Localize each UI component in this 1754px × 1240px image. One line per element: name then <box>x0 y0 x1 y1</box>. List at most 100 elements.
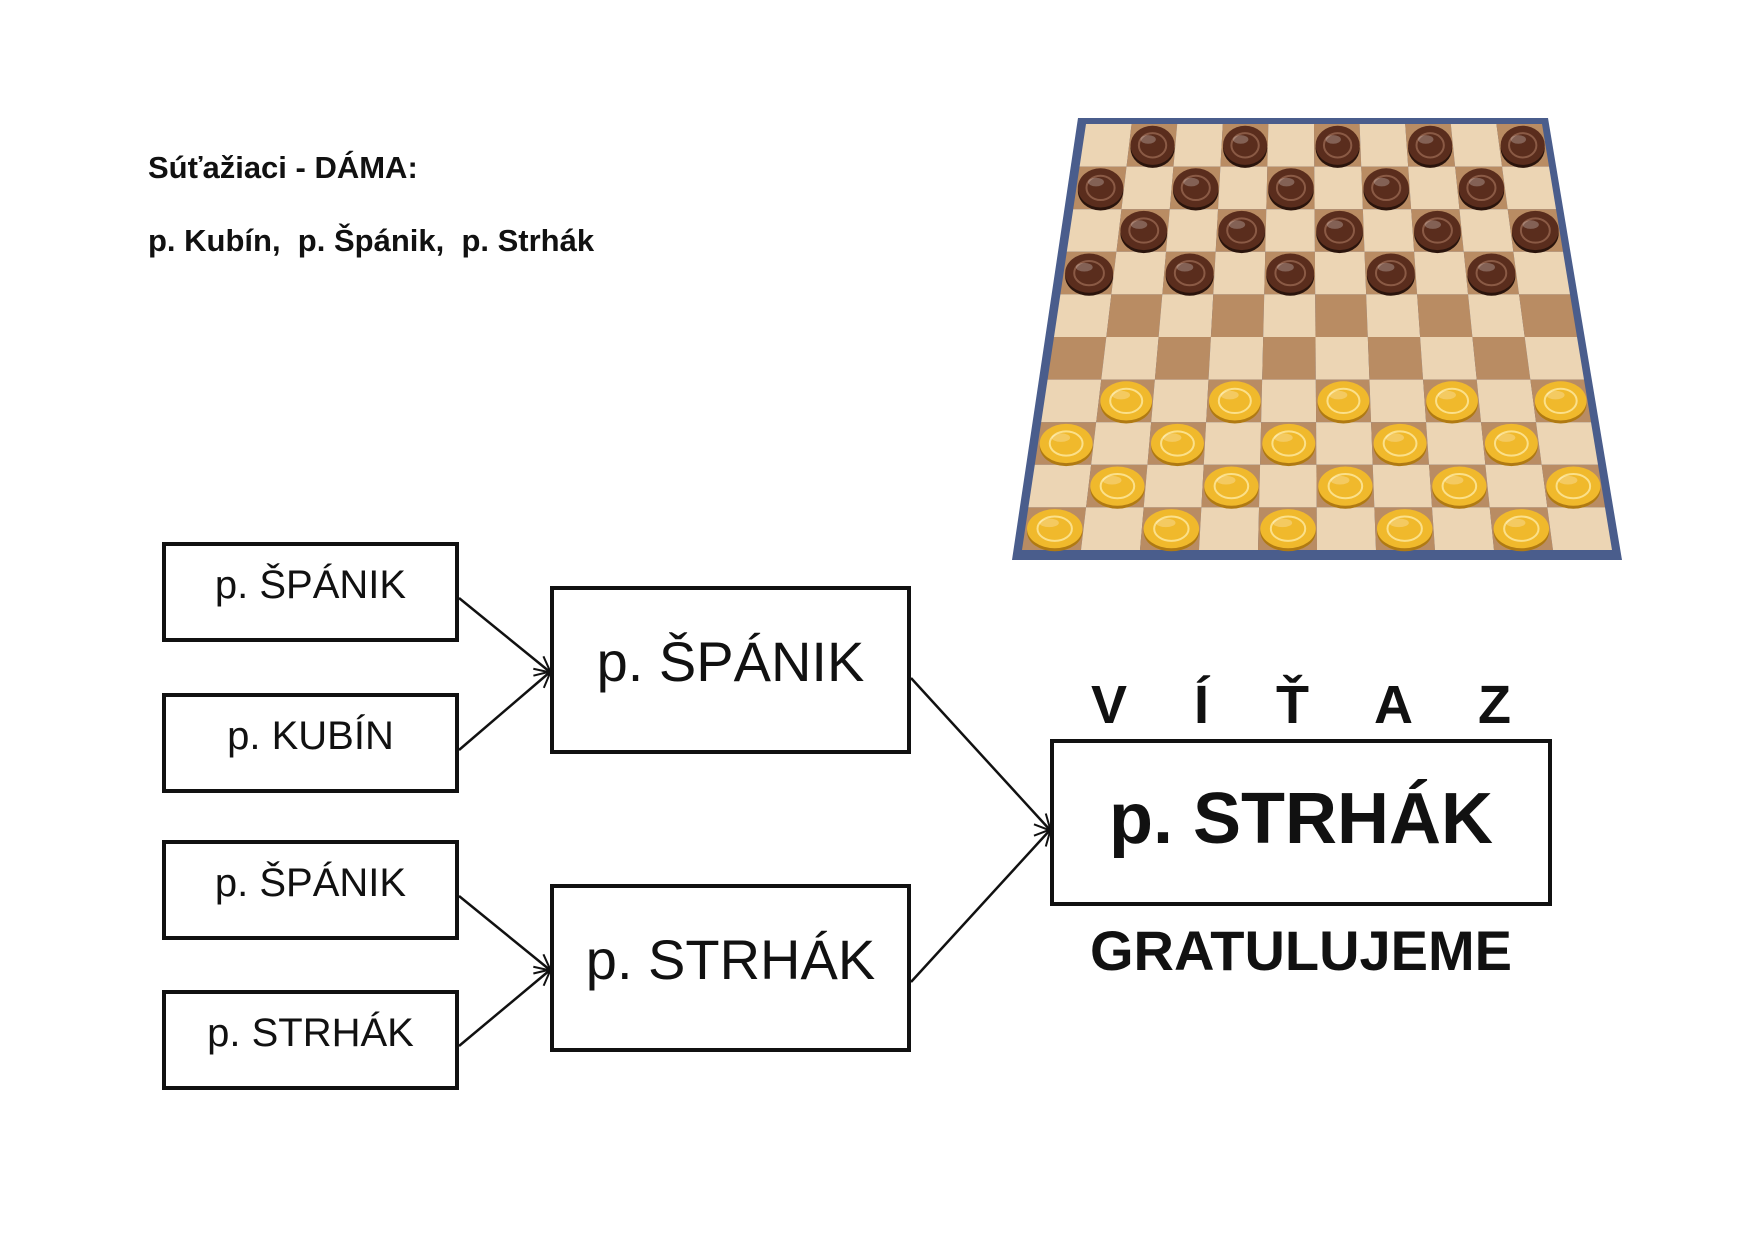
connector-line <box>910 830 1050 983</box>
board-square <box>1265 209 1315 252</box>
dark-checker-piece <box>1130 125 1175 168</box>
board-square <box>1315 294 1368 337</box>
dark-checker-piece <box>1165 253 1214 296</box>
board-square <box>1081 507 1144 550</box>
board-square <box>1111 251 1167 295</box>
board-square <box>1166 209 1219 252</box>
connector-line <box>910 677 1050 830</box>
light-checker-piece <box>1373 423 1427 467</box>
connector-line <box>458 895 550 970</box>
board-square <box>1316 507 1376 550</box>
light-checker-piece <box>1204 466 1259 509</box>
board-square <box>1547 507 1612 550</box>
board-square <box>1414 251 1469 295</box>
light-checker-piece <box>1432 466 1487 509</box>
round1-player-3: p. ŠPÁNIK <box>162 840 459 940</box>
dark-checker-piece <box>1218 210 1265 254</box>
light-checker-piece <box>1208 381 1261 424</box>
board-square <box>1367 337 1424 380</box>
board-square <box>1066 209 1122 252</box>
board-square <box>1154 337 1211 380</box>
board-square <box>1316 422 1373 465</box>
board-square <box>1408 166 1460 210</box>
checkers-board-image <box>1012 118 1622 560</box>
board-square <box>1459 209 1514 252</box>
dark-checker-piece <box>1065 253 1114 296</box>
congratulations-text: GRATULUJEME <box>1089 919 1513 982</box>
light-checker-piece <box>1262 423 1316 467</box>
board-square <box>1210 294 1265 337</box>
round2-player-2: p. STRHÁK <box>550 884 911 1052</box>
board-square <box>1218 166 1268 210</box>
board-square <box>1432 507 1494 550</box>
board-square <box>1417 294 1473 337</box>
dark-checker-piece <box>1120 210 1168 254</box>
board-square <box>1472 337 1531 380</box>
board-square <box>1426 422 1486 465</box>
board-square <box>1372 464 1433 508</box>
board-square <box>1485 464 1548 508</box>
light-checker-piece <box>1090 466 1145 509</box>
light-checker-piece <box>1534 381 1587 424</box>
board-square <box>1199 507 1260 550</box>
dark-checker-piece <box>1500 125 1545 168</box>
board-square <box>1369 379 1427 423</box>
board-square <box>1263 294 1316 337</box>
board-square <box>1314 251 1367 295</box>
board-square <box>1173 124 1223 167</box>
winner-label: V Í Ť A Z <box>1091 675 1537 735</box>
board-square <box>1362 209 1415 252</box>
dark-checker-piece <box>1414 210 1461 254</box>
board-square <box>1203 422 1262 465</box>
board-square <box>1259 464 1317 508</box>
board-square <box>1151 379 1209 423</box>
board-square <box>1519 294 1577 337</box>
light-checker-piece <box>1493 509 1550 552</box>
board-square <box>1101 337 1159 380</box>
board-square <box>1450 124 1503 167</box>
dark-checker-piece <box>1173 168 1219 211</box>
board-square <box>1091 422 1152 465</box>
board-square <box>1041 379 1102 423</box>
dark-checker-piece <box>1077 168 1124 211</box>
board-square <box>1476 379 1537 423</box>
board-square <box>1079 124 1132 167</box>
round1-player-4: p. STRHÁK <box>162 990 459 1090</box>
board-square <box>1213 251 1266 295</box>
board-square <box>1261 379 1317 423</box>
board-square <box>1359 124 1409 167</box>
dark-checker-piece <box>1458 168 1505 211</box>
round1-player-2: p. KUBÍN <box>162 693 459 793</box>
board-square <box>1468 294 1525 337</box>
board-square <box>1158 294 1214 337</box>
board-square <box>1524 337 1584 380</box>
round1-player-1: p. ŠPÁNIK <box>162 542 459 642</box>
dark-checker-piece <box>1366 253 1415 296</box>
board-square <box>1420 337 1477 380</box>
dark-checker-piece <box>1315 125 1360 168</box>
dark-checker-piece <box>1363 168 1409 211</box>
board-square <box>1315 337 1370 380</box>
board-square <box>1143 464 1204 508</box>
dark-checker-piece <box>1408 125 1453 168</box>
board-square <box>1513 251 1570 295</box>
connector-line <box>458 672 550 751</box>
dark-checker-piece <box>1512 210 1559 254</box>
light-checker-piece <box>1026 509 1083 552</box>
light-checker-piece <box>1143 509 1200 552</box>
winner-box: p. STRHÁK <box>1050 739 1552 906</box>
light-checker-piece <box>1150 423 1204 467</box>
board-square <box>1536 422 1598 465</box>
board-square <box>1054 294 1112 337</box>
light-checker-piece <box>1546 466 1601 509</box>
connector-line <box>458 597 550 672</box>
board-square <box>1121 166 1174 210</box>
board-square <box>1047 337 1107 380</box>
light-checker-piece <box>1100 381 1153 424</box>
contestants-list: p. Kubín, p. Špánik, p. Strhák <box>148 223 595 258</box>
dark-checker-piece <box>1316 210 1363 254</box>
board-square <box>1366 294 1421 337</box>
contestants-heading: Súťažiaci - DÁMA: <box>148 150 418 185</box>
board-square <box>1314 166 1363 210</box>
